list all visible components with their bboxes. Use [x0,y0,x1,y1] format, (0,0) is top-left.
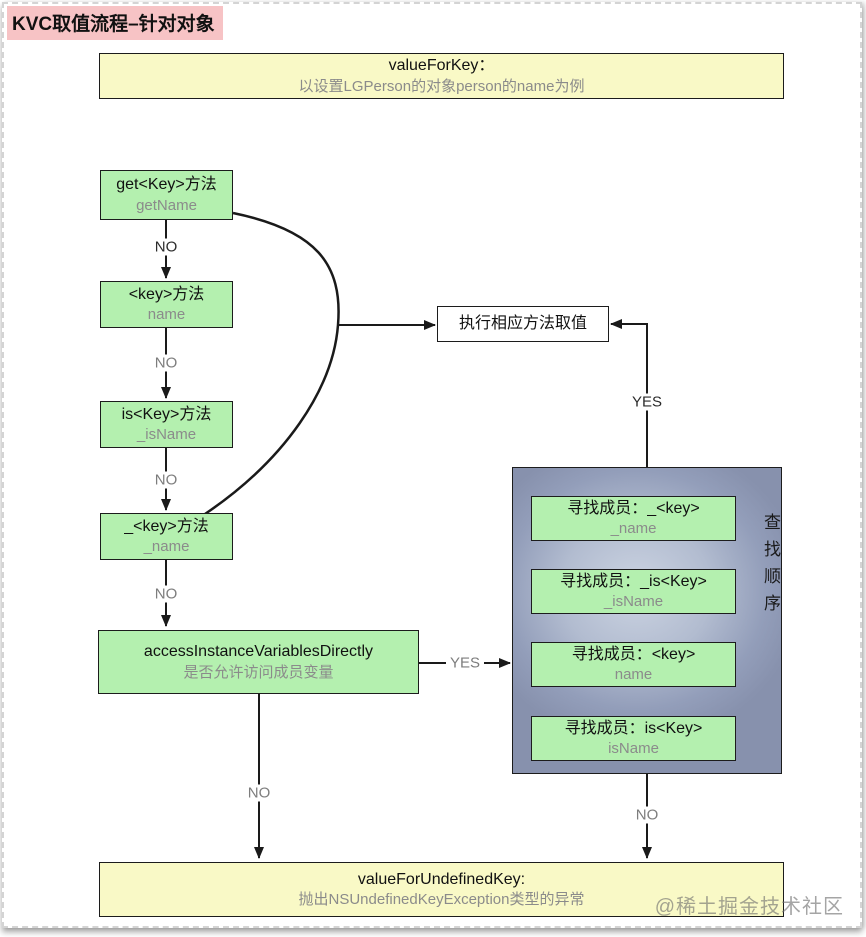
search-members-panel: 寻找成员：_<key> _name 寻找成员：_is<Key> _isName … [512,467,782,774]
key-subtitle: name [147,306,186,324]
member-iskey-subtitle: isName [608,740,659,758]
underscore-key-subtitle: _name [143,538,190,556]
valueforundefinedkey-box: valueForUndefinedKey: 抛出NSUndefinedKeyEx… [99,862,784,917]
curve-methods-merge [204,211,340,516]
member-underscore-iskey-box: 寻找成员：_is<Key> _isName [531,569,736,614]
underscore-key-title: _<key>方法 [124,517,209,535]
member-key-subtitle: name [614,666,653,684]
watermark: @稀土掘金技术社区 [654,896,844,918]
no-label-3: NO [150,471,182,489]
page-title: KVC取值流程–针对对象 [7,6,223,40]
valueforkey-box: valueForKey： 以设置LGPerson的对象person的name为例 [99,53,784,99]
member-iskey-box: 寻找成员：is<Key> isName [531,716,736,761]
underscore-key-method-box: _<key>方法 _name [100,513,233,560]
flow-arrows-layer [161,211,765,859]
member-key-box: 寻找成员：<key> name [531,642,736,687]
member-underscore-iskey-subtitle: _isName [603,593,664,611]
key-method-box: <key>方法 name [100,281,233,328]
iskey-method-box: is<Key>方法 _isName [100,401,233,448]
no-label-4: NO [150,585,182,603]
execute-method-label: 执行相应方法取值 [458,315,587,333]
valueforkey-title: valueForKey： [388,57,495,75]
getkey-title: get<Key>方法 [116,176,217,194]
member-underscore-key-box: 寻找成员：_<key> _name [531,496,736,541]
iskey-title: is<Key>方法 [121,405,212,423]
no-label-panel: NO [631,806,663,824]
member-underscore-key-subtitle: _name [610,520,657,538]
no-label-1: NO [150,238,182,256]
member-iskey-title: 寻找成员：is<Key> [564,719,703,737]
member-key-title: 寻找成员：<key> [571,645,696,663]
yes-label-execute: YES [627,393,667,411]
search-order-label: 查找顺序 [764,513,781,613]
member-underscore-key-title: 寻找成员：_<key> [567,499,700,517]
access-box-title: accessInstanceVariablesDirectly [143,643,374,661]
valueforkey-subtitle: 以设置LGPerson的对象person的name为例 [298,77,585,95]
no-label-access: NO [243,784,275,802]
iskey-subtitle: _isName [136,426,197,444]
access-instance-variables-box: accessInstanceVariablesDirectly 是否允许访问成员… [98,630,419,694]
valueforundefinedkey-title: valueForUndefinedKey: [357,870,526,888]
yes-label-access: YES [445,654,485,672]
access-box-subtitle: 是否允许访问成员变量 [183,663,334,681]
getkey-method-box: get<Key>方法 getName [100,170,233,220]
getkey-subtitle: getName [136,196,197,214]
execute-method-box: 执行相应方法取值 [437,306,609,342]
member-underscore-iskey-title: 寻找成员：_is<Key> [560,572,707,590]
valueforundefinedkey-subtitle: 抛出NSUndefinedKeyException类型的异常 [298,891,585,909]
no-label-2: NO [150,354,182,372]
key-title: <key>方法 [128,285,205,303]
